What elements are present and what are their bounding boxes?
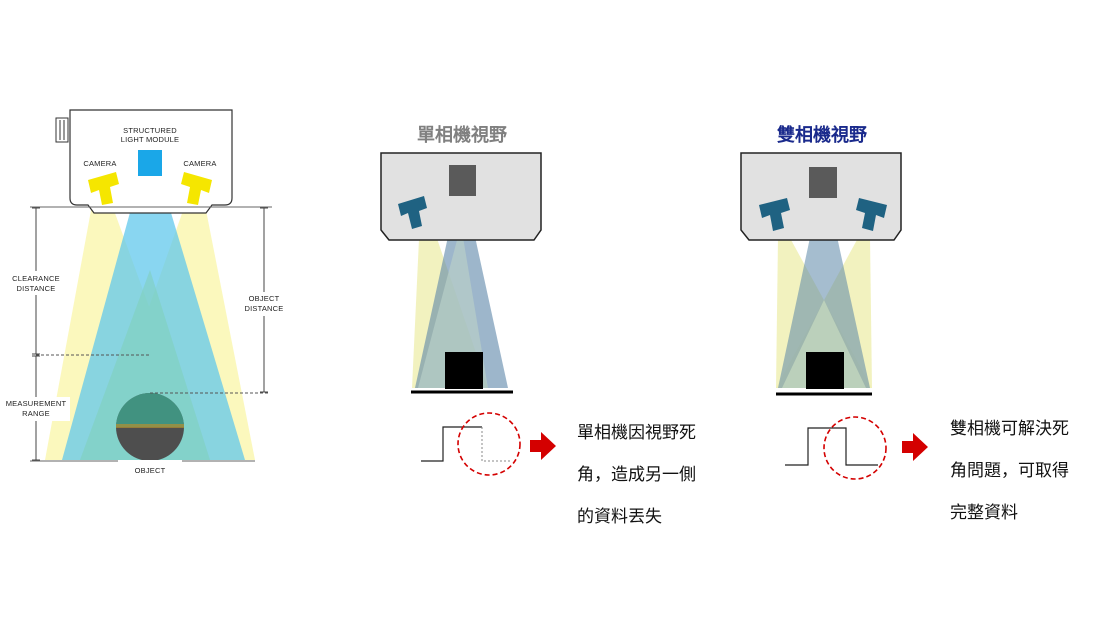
camera-icon bbox=[856, 198, 887, 231]
camera-icon bbox=[398, 196, 427, 229]
structured-light-setup: STRUCTURED LIGHT MODULE CAMERA CAMERA CL… bbox=[2, 109, 292, 475]
description-line: 的資料丟失 bbox=[577, 507, 662, 527]
single-camera-panel: 單相機視野 bbox=[380, 124, 556, 476]
projector-beam bbox=[778, 200, 870, 388]
object-label: OBJECT bbox=[135, 466, 166, 475]
camera-icon bbox=[88, 172, 119, 205]
module-label: STRUCTURED bbox=[123, 126, 177, 135]
panel-title: 單相機視野 bbox=[417, 124, 507, 145]
arrow-right-icon bbox=[530, 432, 556, 460]
clearance-label: CLEARANCE bbox=[12, 274, 60, 283]
camera-icon bbox=[181, 172, 212, 205]
projector-icon bbox=[809, 167, 837, 198]
projector-icon bbox=[138, 150, 162, 176]
description-line: 完整資料 bbox=[950, 503, 1018, 523]
panel-title: 雙相機視野 bbox=[777, 124, 867, 145]
clearance-label: DISTANCE bbox=[17, 284, 56, 293]
depth-profile-line bbox=[421, 426, 482, 462]
description-line: 角，造成另一側 bbox=[577, 465, 696, 485]
measurement-label: MEASUREMENT bbox=[6, 399, 67, 408]
missing-data-line bbox=[481, 427, 512, 462]
projector-icon bbox=[449, 165, 476, 196]
camera-housing bbox=[380, 152, 542, 241]
camera-label: CAMERA bbox=[83, 159, 116, 168]
description-line: 雙相機可解決死 bbox=[950, 419, 1069, 439]
measurement-label: RANGE bbox=[22, 409, 50, 418]
camera-label: CAMERA bbox=[183, 159, 216, 168]
overlap-region bbox=[418, 225, 488, 388]
dual-camera-panel: 雙相機視野 bbox=[740, 124, 928, 480]
object-floor-gap bbox=[118, 460, 182, 464]
blind-spot-highlight bbox=[457, 412, 521, 476]
object-distance-label: OBJECT bbox=[249, 294, 280, 303]
depth-profile-line bbox=[785, 427, 878, 466]
camera-icon bbox=[759, 198, 790, 231]
object-sphere bbox=[116, 393, 184, 461]
overlap-region bbox=[782, 300, 866, 388]
module-label: LIGHT MODULE bbox=[121, 135, 180, 144]
object-distance-label: DISTANCE bbox=[245, 304, 284, 313]
single-camera-description: 單相機因視野死 角，造成另一側 的資料丟失 bbox=[577, 412, 696, 538]
object-block bbox=[806, 352, 844, 389]
description-line: 單相機因視野死 bbox=[577, 423, 696, 443]
description-line: 角問題，可取得 bbox=[950, 461, 1069, 481]
arrow-right-icon bbox=[902, 433, 928, 461]
coverage-highlight bbox=[823, 416, 887, 480]
object-block bbox=[445, 352, 483, 389]
dual-camera-description: 雙相機可解決死 角問題，可取得 完整資料 bbox=[950, 408, 1069, 534]
